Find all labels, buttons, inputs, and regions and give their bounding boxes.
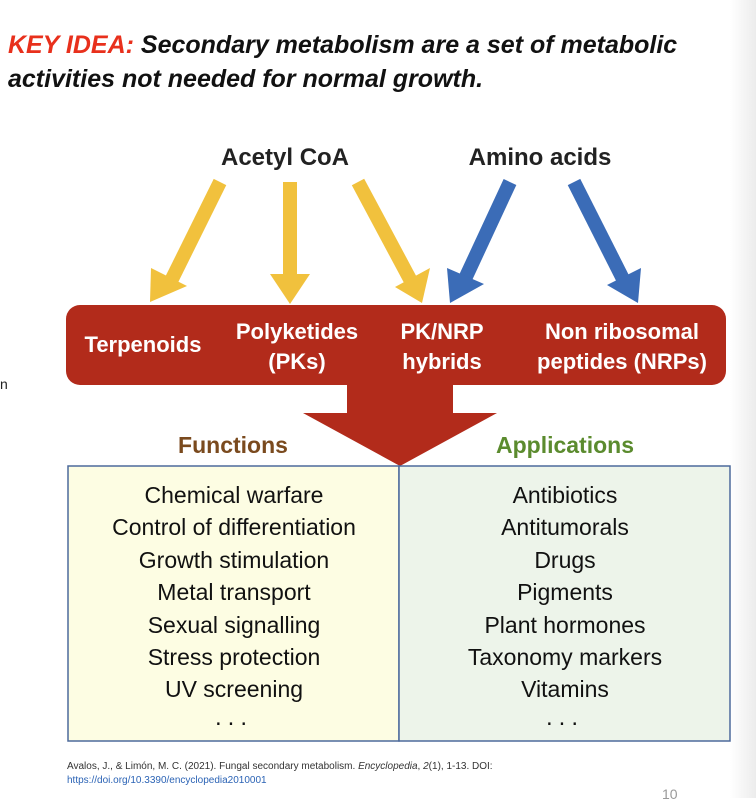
down-arrow-to-boxes — [303, 384, 497, 466]
function-item: Stress protection — [147, 644, 321, 671]
citation-volume: 2 — [423, 761, 429, 772]
function-item: Chemical warfare — [144, 482, 324, 508]
arrow-acetyl-to-hybrids — [351, 178, 430, 303]
functions-ellipsis: ... — [214, 704, 253, 731]
page-number: 10 — [662, 786, 678, 802]
function-item: Growth stimulation — [138, 546, 330, 573]
application-item: Taxonomy markers — [467, 644, 663, 671]
function-item: UV screening — [164, 676, 304, 703]
applications-ellipsis: ... — [545, 704, 584, 731]
citation: Avalos, J., & Limón, M. C. (2021). Funga… — [67, 761, 493, 786]
application-item: Vitamins — [521, 676, 609, 703]
source-acetyl-coa: Acetyl CoA — [220, 144, 350, 171]
function-item: Metal transport — [157, 579, 311, 606]
application-item: Drugs — [534, 546, 596, 573]
application-item: Antibiotics — [512, 482, 618, 508]
acetyl-coa-arrows — [150, 178, 430, 304]
arrow-amino-to-nrps — [567, 178, 641, 303]
key-idea-text: Secondary metabolism are a set of metabo… — [8, 31, 678, 93]
class-terpenoids: Terpenoids — [84, 332, 202, 357]
function-item: Control of differentiation — [112, 514, 356, 541]
source-amino-acids: Amino acids — [468, 144, 612, 171]
amino-acid-arrows — [447, 178, 641, 303]
applications-title: Applications — [495, 432, 634, 458]
arrow-acetyl-to-polyketides — [270, 182, 310, 304]
metabolite-class-banner — [66, 305, 726, 385]
applications-box — [398, 465, 731, 742]
functions-title: Functions — [178, 432, 288, 458]
key-idea-heading: KEY IDEA: Secondary metabolism are a set… — [8, 28, 708, 96]
key-idea-label: KEY IDEA: — [8, 31, 134, 59]
functions-box — [67, 465, 400, 742]
arrow-acetyl-to-terpenoids — [150, 178, 227, 302]
application-item: Antitumorals — [501, 514, 629, 541]
function-item: Sexual signalling — [147, 611, 321, 638]
application-item: Plant hormones — [484, 611, 646, 638]
class-pk-nrp-hybrids: PK/NRP hybrids — [400, 319, 484, 374]
citation-journal: Encyclopedia — [358, 761, 418, 772]
application-item: Pigments — [517, 579, 613, 606]
citation-authors: Avalos, J., & Limón, M. C. (2021). Funga… — [67, 761, 356, 772]
citation-pages: (1), 1-13. DOI: — [428, 761, 493, 772]
class-non-ribosomal-peptides: Non ribosomal peptides (NRPs) — [537, 319, 707, 374]
slide-edge-shadow — [730, 0, 756, 798]
citation-doi-link[interactable]: https://doi.org/10.3390/encyclopedia2010… — [67, 775, 267, 786]
class-polyketides: Polyketides (PKs) — [235, 319, 359, 374]
arrow-amino-to-hybrids — [447, 179, 517, 303]
cropped-text-fragment: n — [0, 376, 8, 392]
